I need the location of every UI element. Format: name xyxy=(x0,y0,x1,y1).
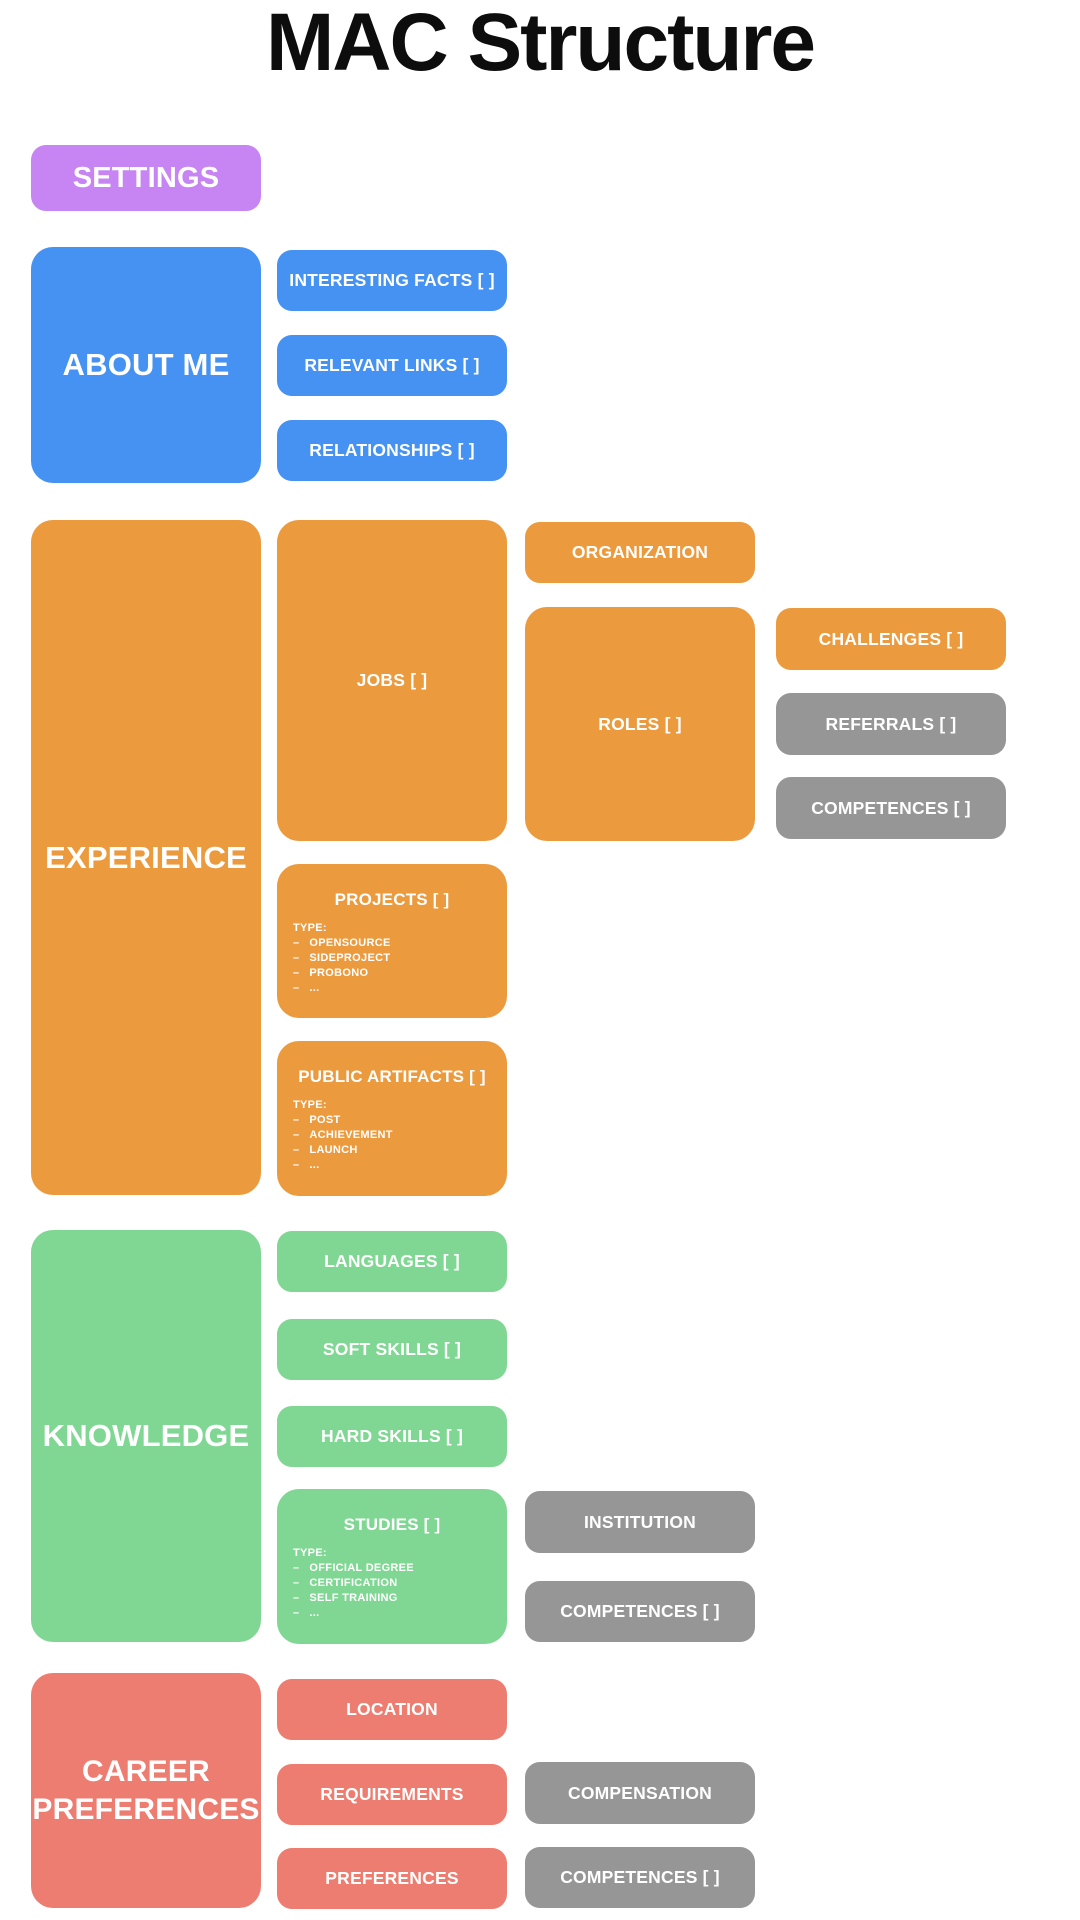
compensation-block: COMPENSATION xyxy=(525,1762,755,1824)
type-item: CERTIFICATION xyxy=(293,1576,497,1591)
type-item: PROBONO xyxy=(293,966,497,981)
type-item: POST xyxy=(293,1113,497,1128)
career-preferences-label: CAREER PREFERENCES xyxy=(32,1755,260,1826)
career-competences-block: COMPETENCES [ ] xyxy=(525,1847,755,1908)
career-preferences-block: CAREER PREFERENCES xyxy=(31,1673,261,1908)
about-me-block: ABOUT ME xyxy=(31,247,261,483)
page-title: MAC Structure xyxy=(265,0,816,88)
requirements-label: REQUIREMENTS xyxy=(320,1784,464,1804)
challenges-block: CHALLENGES [ ] xyxy=(776,608,1006,670)
relationships-block: RELATIONSHIPS [ ] xyxy=(277,420,507,481)
relevant-links-label: RELEVANT LINKS [ ] xyxy=(304,355,480,375)
type-item: OFFICIAL DEGREE xyxy=(293,1561,497,1576)
type-item: SELF TRAINING xyxy=(293,1591,497,1606)
career-competences-label: COMPETENCES [ ] xyxy=(560,1867,720,1887)
about-me-label: ABOUT ME xyxy=(62,347,230,383)
type-item: ... xyxy=(293,981,497,996)
type-item: ... xyxy=(293,1158,497,1173)
referrals-block: REFERRALS [ ] xyxy=(776,693,1006,755)
type-item: ACHIEVEMENT xyxy=(293,1128,497,1143)
languages-block: LANGUAGES [ ] xyxy=(277,1231,507,1292)
hard-skills-label: HARD SKILLS [ ] xyxy=(320,1426,464,1446)
experience-competences-label: COMPETENCES [ ] xyxy=(811,797,971,818)
location-label: LOCATION xyxy=(346,1699,438,1719)
projects-block: PROJECTS [ ] TYPE: OPENSOURCE SIDEPROJEC… xyxy=(277,864,507,1018)
type-heading: TYPE: xyxy=(293,1547,327,1559)
experience-label: EXPERIENCE xyxy=(45,839,247,875)
roles-label: ROLES [ ] xyxy=(598,713,682,734)
type-heading: TYPE: xyxy=(293,922,327,934)
institution-label: INSTITUTION xyxy=(583,1511,697,1532)
soft-skills-block: SOFT SKILLS [ ] xyxy=(277,1319,507,1380)
public-artifacts-block: PUBLIC ARTIFACTS [ ] TYPE: POST ACHIEVEM… xyxy=(277,1041,507,1196)
interesting-facts-block: INTERESTING FACTS [ ] xyxy=(277,250,507,311)
institution-block: INSTITUTION xyxy=(525,1491,755,1553)
type-item: OPENSOURCE xyxy=(293,936,497,951)
soft-skills-label: SOFT SKILLS [ ] xyxy=(322,1339,462,1359)
jobs-label: JOBS [ ] xyxy=(356,670,428,690)
type-item: ... xyxy=(293,1606,497,1621)
requirements-block: REQUIREMENTS xyxy=(277,1764,507,1825)
jobs-block: JOBS [ ] xyxy=(277,520,507,841)
knowledge-block: KNOWLEDGE xyxy=(31,1230,261,1642)
relationships-label: RELATIONSHIPS [ ] xyxy=(309,440,475,460)
compensation-label: COMPENSATION xyxy=(567,1782,713,1803)
preferences-label: PREFERENCES xyxy=(325,1868,459,1888)
studies-label: STUDIES [ ] xyxy=(343,1515,441,1534)
settings-block: SETTINGS xyxy=(31,145,261,211)
languages-label: LANGUAGES [ ] xyxy=(324,1251,460,1271)
experience-competences-block: COMPETENCES [ ] xyxy=(776,777,1006,839)
relevant-links-block: RELEVANT LINKS [ ] xyxy=(277,335,507,396)
hard-skills-block: HARD SKILLS [ ] xyxy=(277,1406,507,1467)
referrals-label: REFERRALS [ ] xyxy=(825,713,957,734)
settings-label: SETTINGS xyxy=(72,161,220,194)
projects-type-list: TYPE: OPENSOURCE SIDEPROJECT PROBONO ... xyxy=(293,921,497,996)
experience-block: EXPERIENCE xyxy=(31,520,261,1195)
type-item: LAUNCH xyxy=(293,1143,497,1158)
challenges-label: CHALLENGES [ ] xyxy=(818,628,964,649)
type-heading: TYPE: xyxy=(293,1099,327,1111)
organization-label: ORGANIZATION xyxy=(571,542,709,562)
public-artifacts-label: PUBLIC ARTIFACTS [ ] xyxy=(298,1067,486,1086)
type-item: SIDEPROJECT xyxy=(293,951,497,966)
location-block: LOCATION xyxy=(277,1679,507,1740)
organization-block: ORGANIZATION xyxy=(525,522,755,583)
public-artifacts-type-list: TYPE: POST ACHIEVEMENT LAUNCH ... xyxy=(293,1098,497,1173)
projects-label: PROJECTS [ ] xyxy=(334,890,450,909)
preferences-block: PREFERENCES xyxy=(277,1848,507,1909)
knowledge-competences-block: COMPETENCES [ ] xyxy=(525,1581,755,1642)
studies-block: STUDIES [ ] TYPE: OFFICIAL DEGREE CERTIF… xyxy=(277,1489,507,1644)
knowledge-competences-label: COMPETENCES [ ] xyxy=(560,1601,720,1621)
roles-block: ROLES [ ] xyxy=(525,607,755,841)
studies-type-list: TYPE: OFFICIAL DEGREE CERTIFICATION SELF… xyxy=(293,1546,497,1621)
knowledge-label: KNOWLEDGE xyxy=(42,1418,250,1454)
interesting-facts-label: INTERESTING FACTS [ ] xyxy=(289,270,495,290)
